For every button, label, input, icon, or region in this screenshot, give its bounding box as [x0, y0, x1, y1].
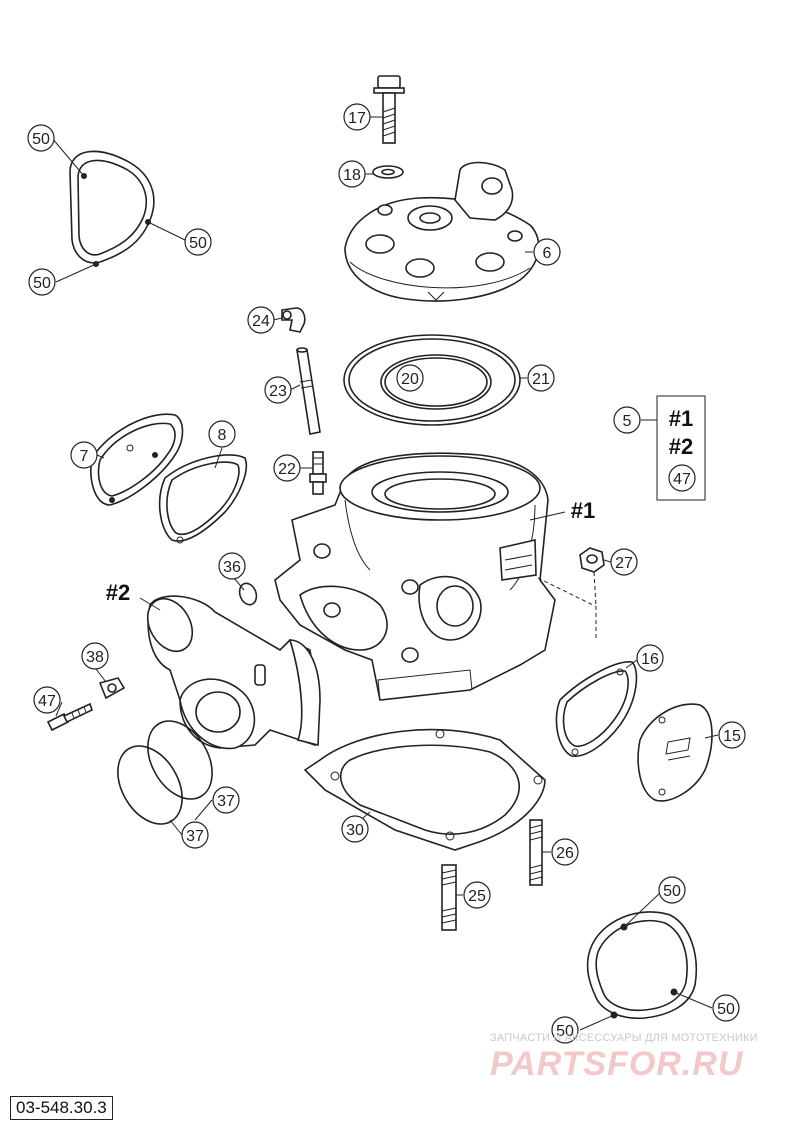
callouts: 50 50 50 17 18 6 24 23 20 21 5 47 7 8 22…: [27, 103, 746, 1044]
svg-text:47: 47: [38, 693, 56, 710]
fitting-24: [281, 307, 306, 333]
gasket-8: [158, 454, 247, 544]
svg-text:17: 17: [348, 110, 366, 127]
label-intake-set: #2: [106, 580, 130, 605]
callout-6: 6: [533, 238, 561, 266]
callout-47: 47: [33, 686, 61, 714]
svg-text:22: 22: [278, 461, 296, 478]
gasket-16: [555, 661, 638, 757]
cylinder-body: [274, 452, 596, 701]
svg-text:36: 36: [223, 559, 241, 576]
stud-25: [441, 864, 457, 931]
svg-text:47: 47: [673, 471, 691, 488]
callout-26: 26: [551, 838, 579, 866]
cover-15: [637, 703, 713, 802]
svg-text:6: 6: [543, 245, 552, 262]
cylinder-head-6: [344, 161, 540, 302]
label-set1-in-box: #1: [669, 406, 693, 431]
callout-38: 38: [81, 642, 109, 670]
base-gasket-30: [303, 606, 597, 851]
svg-text:50: 50: [189, 235, 207, 252]
svg-text:50: 50: [33, 275, 51, 292]
callout-15: 15: [718, 721, 746, 749]
svg-text:50: 50: [556, 1023, 574, 1040]
callout-25: 25: [463, 881, 491, 909]
svg-text:38: 38: [86, 649, 104, 666]
watermark-tagline: ЗАПЧАСТИ И АКСЕССУАРЫ ДЛЯ МОТОТЕХНИКИ: [490, 1032, 758, 1044]
svg-text:26: 26: [556, 845, 574, 862]
svg-text:30: 30: [346, 822, 364, 839]
intake-manifold: [139, 595, 321, 750]
svg-text:50: 50: [663, 883, 681, 900]
label-set2-in-box: #2: [669, 434, 693, 459]
svg-text:50: 50: [32, 131, 50, 148]
svg-text:37: 37: [186, 828, 204, 845]
kit-box-5: [641, 395, 706, 501]
label-cylinder-set: #1: [571, 498, 595, 523]
callout-50-bottom-b: 50: [712, 994, 740, 1022]
gasket-bottom-right: [579, 892, 713, 1031]
callout-37-a: 37: [212, 786, 240, 814]
diagram-code-label: 03-548.30.3: [10, 1096, 113, 1120]
callout-50-bottom-a: 50: [658, 876, 686, 904]
set-labels: #1 #2 #1 #2: [106, 406, 693, 605]
callout-50-top-b: 50: [184, 228, 212, 256]
screw-47: [46, 702, 93, 732]
svg-text:23: 23: [269, 383, 287, 400]
callout-47-in-box: 47: [668, 464, 696, 492]
nipple-22: [309, 451, 327, 495]
head-o-rings: [343, 334, 521, 426]
callout-20: 20: [396, 364, 424, 392]
callout-21: 21: [527, 364, 555, 392]
callout-37-b: 37: [181, 821, 209, 849]
washer-18: [372, 165, 404, 179]
callout-27: 27: [610, 548, 638, 576]
watermark-logo: PARTSFOR.RU: [490, 1045, 744, 1083]
svg-text:50: 50: [717, 1001, 735, 1018]
callout-24: 24: [247, 306, 275, 334]
callout-17: 17: [343, 103, 371, 131]
stud-26: [529, 819, 543, 886]
callout-50-top-c: 50: [28, 268, 56, 296]
callout-36: 36: [218, 552, 246, 580]
svg-text:20: 20: [401, 371, 419, 388]
callout-16: 16: [636, 644, 664, 672]
svg-text:24: 24: [252, 313, 270, 330]
svg-text:18: 18: [343, 167, 361, 184]
gasket-7: [90, 413, 184, 506]
svg-text:21: 21: [532, 371, 550, 388]
callout-22: 22: [273, 454, 301, 482]
callout-23: 23: [264, 376, 292, 404]
svg-text:25: 25: [468, 888, 486, 905]
clamp-38: [98, 677, 126, 700]
svg-text:15: 15: [723, 728, 741, 745]
callout-50-top-a: 50: [27, 124, 55, 152]
callout-7: 7: [70, 441, 98, 469]
nut-27: [579, 547, 605, 607]
svg-text:27: 27: [615, 555, 633, 572]
svg-text:7: 7: [80, 448, 89, 465]
gasket-top-left: [51, 137, 186, 283]
callout-5: 5: [613, 406, 641, 434]
callout-50-bottom-c: 50: [551, 1016, 579, 1044]
svg-text:8: 8: [218, 427, 227, 444]
callout-8: 8: [208, 420, 236, 448]
svg-text:5: 5: [623, 413, 632, 430]
callout-30: 30: [341, 815, 369, 843]
callout-18: 18: [338, 160, 366, 188]
svg-text:16: 16: [641, 651, 659, 668]
svg-text:37: 37: [217, 793, 235, 810]
bolt-17: [373, 75, 405, 144]
o-ring-36: [238, 582, 258, 606]
hose-23: [296, 347, 321, 435]
